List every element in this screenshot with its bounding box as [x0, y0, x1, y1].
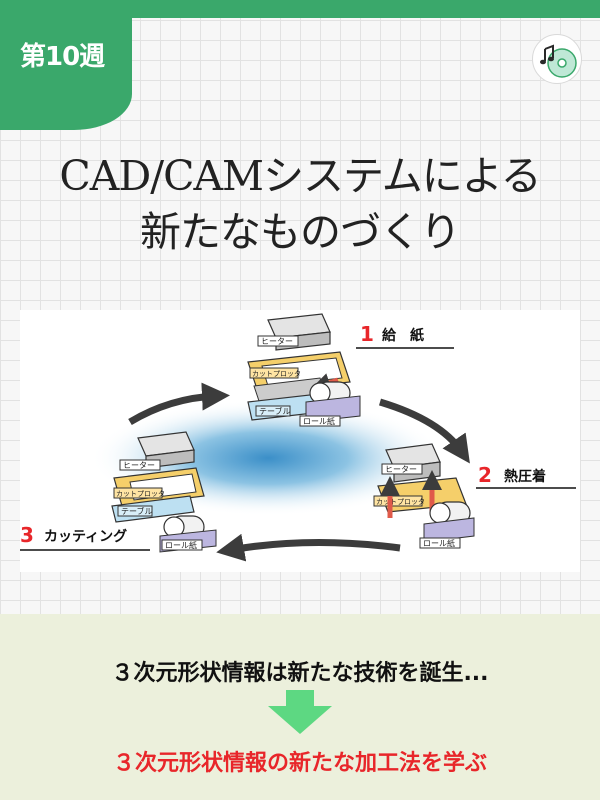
- step-number-2: 2: [478, 463, 492, 487]
- down-arrow-icon: [268, 690, 332, 734]
- svg-text:テーブル: テーブル: [121, 506, 153, 516]
- step-number-1: 1: [360, 322, 374, 346]
- part-label-roll: ロール紙: [303, 416, 335, 426]
- part-label-cutter: カットプロッタ: [252, 369, 301, 378]
- cycle-arrow-3-to-1: [128, 382, 230, 426]
- page-title: CAD/CAMシステムによる 新たなものづくり: [0, 148, 600, 260]
- station-cutting: ヒーター カットプロッタ テーブル ロール紙: [111, 431, 217, 553]
- station-pressing: ヒーター カットプロッタ ロール紙: [373, 443, 475, 549]
- title-line-2: 新たなものづくり: [140, 208, 461, 256]
- svg-text:ヒーター: ヒーター: [123, 461, 155, 470]
- part-label-table: テーブル: [259, 406, 291, 416]
- week-label: 第10週: [20, 42, 105, 72]
- svg-text:カットプロッタ: カットプロッタ: [376, 497, 425, 506]
- svg-text:ロール紙: ロール紙: [423, 538, 455, 548]
- logo: [532, 34, 582, 84]
- music-disc-icon: [540, 44, 577, 78]
- station-feed: ヒーター カットプロッタ テーブル ロール紙: [247, 313, 361, 427]
- process-diagram: ヒーター カットプロッタ テーブル ロール紙 ヒーター カットプロッタ: [20, 310, 580, 572]
- step-label-2: 熱圧着: [504, 468, 546, 485]
- svg-text:ヒーター: ヒーター: [385, 465, 417, 474]
- step-number-3: 3: [20, 523, 34, 547]
- svg-text:カットプロッタ: カットプロッタ: [116, 489, 165, 498]
- svg-text:ロール紙: ロール紙: [165, 540, 197, 550]
- step-label-3: カッティング: [44, 528, 127, 545]
- statement-text: ３次元形状情報は新たな技術を誕生...: [111, 661, 489, 686]
- cycle-arrow-2-to-3: [216, 533, 401, 562]
- week-badge: 第10週: [0, 0, 132, 130]
- top-bar: [0, 0, 600, 18]
- title-line-1: CAD/CAMシステムによる: [59, 152, 541, 200]
- step-label-1: 給 紙: [382, 327, 424, 344]
- cycle-arrow-1-to-2: [378, 398, 470, 464]
- conclusion-text: ３次元形状情報の新たな加工法を学ぶ: [112, 751, 487, 776]
- part-label-heater: ヒーター: [261, 337, 293, 346]
